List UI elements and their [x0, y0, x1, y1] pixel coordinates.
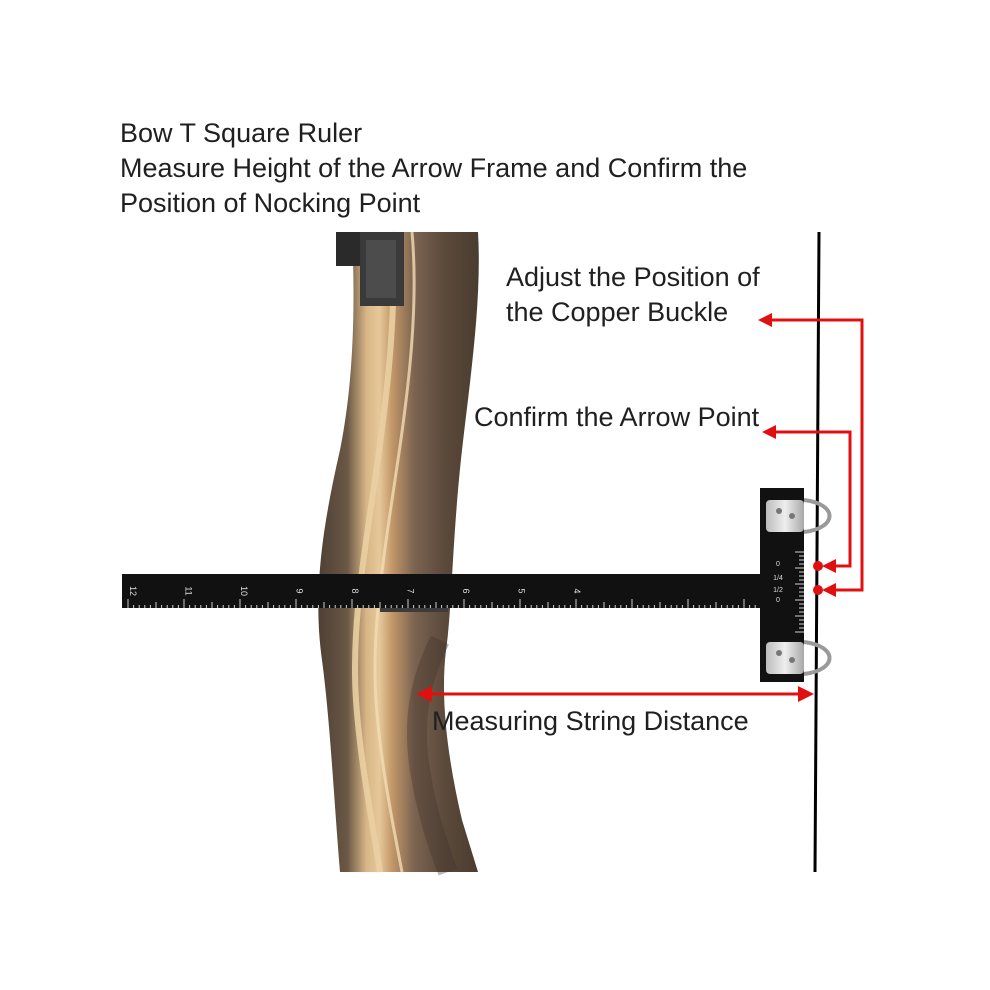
copper-buckle-label-line-1: Adjust the Position of: [506, 262, 760, 292]
copper-buckle-label-line-2: the Copper Buckle: [506, 297, 729, 327]
ruler-inch-label: 11: [184, 586, 194, 595]
copper-buckle-arrow: [758, 313, 864, 597]
ruler-inch-label: 10: [239, 586, 249, 596]
ruler-tick-marks: [127, 599, 756, 608]
ruler-inch-label: 7: [406, 588, 416, 593]
heading-line-1: Bow T Square Ruler: [120, 118, 363, 148]
string-distance-arrow: [416, 686, 814, 702]
bow-riser: [318, 231, 479, 876]
ruler-inch-label: 6: [461, 588, 471, 593]
t-square-ruler: 12 11 10 9 8 7 6 5 4 0 1/4 1/2 0: [122, 488, 804, 682]
ruler-head-label: 0: [776, 561, 780, 568]
nocking-point-lower-dot: [813, 585, 823, 595]
ruler-inch-label: 9: [295, 588, 305, 593]
ruler-inch-label: 12: [128, 586, 138, 596]
bow-string: [813, 231, 821, 873]
heading-line-2: Measure Height of the Arrow Frame and Co…: [120, 153, 748, 183]
upper-clip: [766, 498, 832, 534]
ruler-head-ticks: 0 1/4 1/2 0: [773, 551, 804, 633]
nocking-point-upper-dot: [813, 561, 823, 571]
ruler-inch-label: 5: [517, 588, 527, 593]
arrow-point-arrow: [762, 425, 852, 573]
heading-block: Bow T Square Ruler Measure Height of the…: [120, 116, 747, 221]
ruler-head-label: 1/2: [773, 587, 783, 594]
ruler-head-label: 1/4: [773, 575, 783, 582]
bow-sight-bracket: [336, 232, 404, 306]
ruler-inch-label: 8: [350, 588, 360, 593]
ruler-head-label: 0: [776, 597, 780, 604]
arrow-point-label: Confirm the Arrow Point: [474, 402, 760, 432]
string-distance-label: Measuring String Distance: [432, 706, 749, 736]
ruler-inch-label: 4: [572, 588, 582, 593]
ruler-inch-labels: 12 11 10 9 8 7 6 5 4: [128, 586, 582, 596]
lower-clip: [766, 640, 832, 676]
heading-line-3: Position of Nocking Point: [120, 188, 421, 218]
